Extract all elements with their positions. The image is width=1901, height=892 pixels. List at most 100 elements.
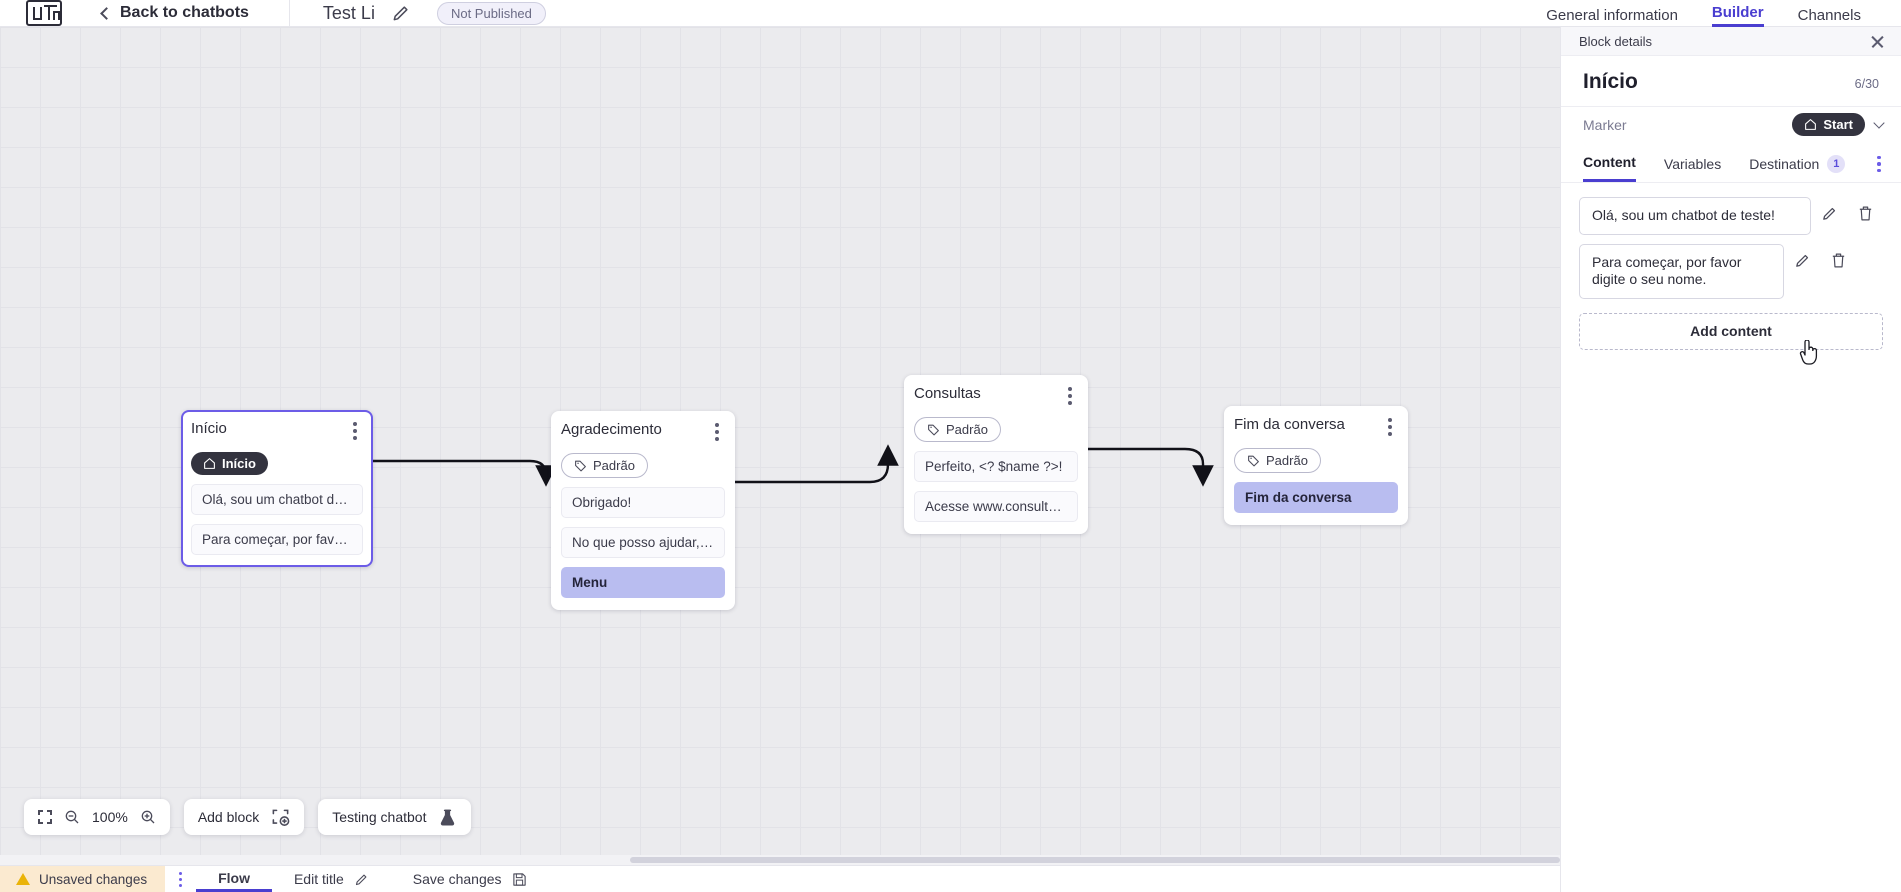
node-tag-label: Padrão (1266, 453, 1308, 468)
home-icon (1805, 119, 1817, 130)
app-logo-icon[interactable] (26, 0, 62, 26)
flow-node-inicio[interactable]: Início Início Olá, sou um chatbot de tes… (181, 410, 373, 567)
node-title: Consultas (914, 385, 981, 402)
panel-tabs: Content Variables Destination 1 (1561, 146, 1901, 183)
tab-general-information[interactable]: General information (1546, 6, 1678, 24)
scrollbar-thumb[interactable] (630, 857, 1560, 863)
node-message[interactable]: Acesse www.consultas.com par... (914, 491, 1078, 522)
header-divider (288, 0, 290, 27)
flow-edges (373, 444, 1214, 487)
node-header: Agradecimento (561, 421, 725, 443)
chevron-left-icon (100, 6, 113, 20)
unsaved-changes-label: Unsaved changes (39, 871, 148, 887)
node-tag-label: Início (222, 456, 256, 471)
node-tag-padrao: Padrão (1234, 448, 1321, 473)
zoom-out-icon[interactable] (64, 809, 80, 825)
pencil-icon (1822, 207, 1835, 220)
canvas-toolbar: 100% Add block Testing chatbot (24, 799, 472, 835)
pencil-icon (355, 874, 367, 885)
tag-icon (575, 460, 586, 472)
node-menu-button[interactable] (1062, 385, 1078, 407)
content-text[interactable]: Olá, sou um chatbot de teste! (1579, 197, 1811, 235)
panel-tab-destination-label: Destination (1749, 155, 1820, 172)
trash-icon (1859, 206, 1871, 221)
unsaved-changes-indicator: Unsaved changes (0, 866, 166, 892)
panel-tabs-more-button[interactable] (1873, 150, 1885, 179)
home-icon (204, 458, 215, 469)
save-icon (512, 872, 526, 886)
node-message[interactable]: No que posso ajudar, <? $name ... (561, 527, 725, 558)
tag-icon (928, 424, 939, 436)
node-message[interactable]: Para começar, por favor digite o ... (191, 524, 363, 555)
node-message-menu[interactable]: Menu (561, 567, 725, 598)
delete-content-button[interactable] (1847, 197, 1883, 222)
fit-to-screen-icon[interactable] (38, 810, 52, 824)
flow-node-agradecimento[interactable]: Agradecimento Padrão Obrigado! No que po… (551, 411, 735, 610)
panel-tab-variables-label: Variables (1663, 155, 1722, 172)
flask-icon (441, 809, 455, 825)
destination-count-badge: 1 (1827, 154, 1846, 173)
node-tag-label: Padrão (946, 422, 988, 437)
node-message-menu[interactable]: Fim da conversa (1234, 482, 1398, 513)
block-count: 6/30 (1854, 77, 1879, 91)
flow-node-fim-da-conversa[interactable]: Fim da conversa Padrão Fim da conversa (1224, 406, 1408, 525)
block-title-row: Início 6/30 (1561, 56, 1901, 106)
node-message[interactable]: Obrigado! (561, 487, 725, 518)
node-header: Consultas (914, 385, 1078, 407)
tab-builder[interactable]: Builder (1711, 4, 1764, 27)
back-to-chatbots-link[interactable]: Back to chatbots (100, 4, 249, 22)
top-tabs: General information Builder Channels (1546, 0, 1901, 27)
edit-content-button[interactable] (1811, 197, 1847, 222)
publish-status-badge: Not Published (436, 1, 546, 25)
content-row: Para começar, por favor digite o seu nom… (1579, 243, 1883, 299)
content-text[interactable]: Para começar, por favor digite o seu nom… (1579, 243, 1784, 299)
node-title: Início (191, 420, 227, 437)
statusbar-item-edit-title[interactable]: Edit title (272, 866, 391, 892)
close-icon[interactable] (1870, 34, 1885, 49)
flow-node-consultas[interactable]: Consultas Padrão Perfeito, <? $name ?>! … (904, 375, 1088, 534)
chevron-down-icon[interactable] (1873, 117, 1885, 129)
node-menu-button[interactable] (347, 420, 363, 442)
block-title: Início (1583, 70, 1638, 93)
panel-header-label: Block details (1579, 33, 1652, 49)
trash-icon (1832, 253, 1844, 267)
panel-tab-destination[interactable]: Destination 1 (1749, 147, 1846, 182)
block-details-panel: Block details Início 6/30 Marker Start C… (1560, 27, 1901, 892)
canvas-horizontal-scrollbar[interactable] (0, 855, 1560, 865)
statusbar-item-save-changes[interactable]: Save changes (391, 866, 549, 892)
node-message[interactable]: Olá, sou um chatbot de teste! (191, 484, 363, 515)
marker-value-badge[interactable]: Start (1792, 113, 1865, 136)
pencil-icon[interactable] (391, 3, 411, 23)
marker-value-label: Start (1823, 117, 1853, 132)
statusbar-menu-button[interactable] (165, 866, 196, 892)
flow-canvas[interactable]: Início Início Olá, sou um chatbot de tes… (0, 27, 1560, 865)
delete-content-button[interactable] (1820, 244, 1856, 269)
tab-channels[interactable]: Channels (1797, 6, 1861, 24)
panel-tab-content[interactable]: Content (1583, 146, 1636, 182)
panel-tab-variables[interactable]: Variables (1664, 148, 1721, 181)
statusbar-flow-label: Flow (218, 869, 250, 886)
chatbot-title: Test Li (322, 2, 375, 23)
node-menu-button[interactable] (709, 421, 725, 443)
add-content-button[interactable]: Add content (1579, 312, 1883, 350)
marker-label: Marker (1583, 116, 1627, 133)
node-tag-label: Padrão (593, 458, 635, 473)
node-menu-button[interactable] (1382, 416, 1398, 438)
zoom-in-icon[interactable] (140, 809, 156, 825)
marker-row: Marker Start (1561, 106, 1901, 146)
tag-icon (1248, 455, 1259, 467)
node-message[interactable]: Perfeito, <? $name ?>! (914, 451, 1078, 482)
node-tag-start: Início (191, 452, 268, 475)
node-title: Fim da conversa (1234, 416, 1345, 433)
add-block-button[interactable]: Add block (183, 799, 305, 835)
testing-chatbot-button[interactable]: Testing chatbot (318, 799, 472, 835)
node-tag-padrao: Padrão (914, 417, 1001, 442)
zoom-controls[interactable]: 100% (24, 799, 170, 835)
node-title: Agradecimento (561, 421, 662, 438)
statusbar-save-changes-label: Save changes (412, 871, 502, 887)
marker-select[interactable]: Start (1792, 113, 1885, 136)
statusbar-item-flow[interactable]: Flow (196, 866, 272, 892)
zoom-level-label: 100% (92, 809, 128, 825)
edit-content-button[interactable] (1784, 244, 1820, 269)
node-header: Início (191, 420, 363, 442)
